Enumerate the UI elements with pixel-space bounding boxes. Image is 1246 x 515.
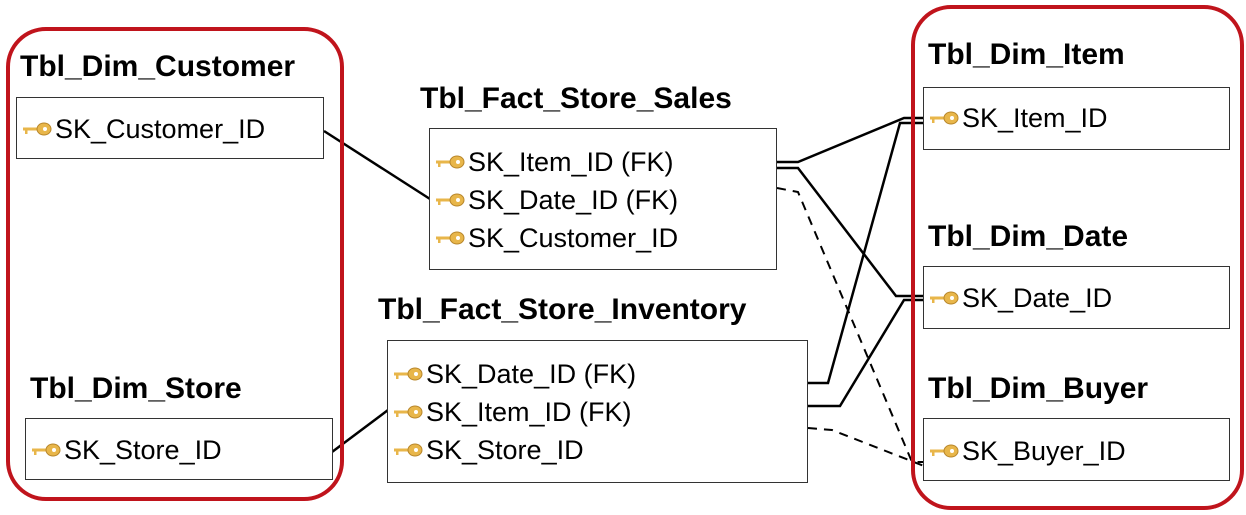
table-title-fact-store-sales: Tbl_Fact_Store_Sales xyxy=(420,82,732,115)
key-icon xyxy=(434,229,466,247)
key-icon xyxy=(434,153,466,171)
field-sk-item-id[interactable]: SK_Item_ID xyxy=(928,99,1108,137)
table-dim-item[interactable]: SK_Item_ID xyxy=(923,87,1230,150)
field-label: SK_Store_ID xyxy=(64,434,222,465)
field-sk-store-id[interactable]: SK_Store_ID xyxy=(30,431,222,469)
field-label: SK_Store_ID xyxy=(426,434,584,465)
relationship-sales-buyer xyxy=(776,187,924,463)
table-dim-store[interactable]: SK_Store_ID xyxy=(25,418,333,480)
key-icon xyxy=(21,120,53,138)
key-icon xyxy=(434,191,466,209)
field-sk-customer-id[interactable]: SK_Customer_ID xyxy=(434,219,678,257)
table-title-dim-buyer: Tbl_Dim_Buyer xyxy=(928,372,1149,405)
field-sk-buyer-id[interactable]: SK_Buyer_ID xyxy=(928,432,1126,470)
field-label: SK_Customer_ID xyxy=(55,113,266,144)
field-label: SK_Item_ID (FK) xyxy=(468,146,674,177)
field-label: SK_Date_ID xyxy=(962,282,1113,313)
field-sk-date-id-fk[interactable]: SK_Date_ID (FK) xyxy=(434,181,678,219)
field-sk-item-id-fk[interactable]: SK_Item_ID (FK) xyxy=(392,393,632,431)
key-icon xyxy=(392,365,424,383)
key-icon xyxy=(392,441,424,459)
field-sk-date-id[interactable]: SK_Date_ID xyxy=(928,279,1112,317)
key-icon xyxy=(928,289,960,307)
relationship-sales-item xyxy=(777,116,924,164)
relationship-sales-date xyxy=(777,166,924,298)
key-icon xyxy=(928,109,960,127)
table-title-dim-date: Tbl_Dim_Date xyxy=(928,220,1129,253)
table-fact-store-inventory[interactable]: SK_Date_ID (FK) SK_Item_ID (FK) SK_Store… xyxy=(387,340,808,483)
table-title-dim-customer: Tbl_Dim_Customer xyxy=(20,50,296,83)
field-sk-customer-id[interactable]: SK_Customer_ID xyxy=(21,110,265,148)
table-dim-date[interactable]: SK_Date_ID xyxy=(923,266,1230,329)
right-dimension-group xyxy=(911,5,1244,510)
table-dim-customer[interactable]: SK_Customer_ID xyxy=(16,97,324,159)
field-label: SK_Item_ID xyxy=(962,102,1108,133)
relationship-inventory-buyer xyxy=(807,427,925,467)
table-dim-buyer[interactable]: SK_Buyer_ID xyxy=(923,418,1230,481)
field-sk-date-id-fk[interactable]: SK_Date_ID (FK) xyxy=(392,355,636,393)
field-label: SK_Customer_ID xyxy=(468,222,679,253)
key-icon xyxy=(30,441,62,459)
relationship-inventory-item xyxy=(808,121,924,385)
table-title-dim-item: Tbl_Dim_Item xyxy=(928,38,1125,71)
field-label: SK_Buyer_ID xyxy=(962,435,1126,466)
left-dimension-group xyxy=(6,27,344,501)
table-title-fact-store-inventory: Tbl_Fact_Store_Inventory xyxy=(378,293,747,326)
table-title-dim-store: Tbl_Dim_Store xyxy=(30,372,242,405)
key-icon xyxy=(392,403,424,421)
field-label: SK_Date_ID (FK) xyxy=(468,184,679,215)
field-sk-item-id-fk[interactable]: SK_Item_ID (FK) xyxy=(434,143,674,181)
table-fact-store-sales[interactable]: SK_Item_ID (FK) SK_Date_ID (FK) SK_Custo… xyxy=(429,128,777,270)
field-label: SK_Item_ID (FK) xyxy=(426,396,632,427)
field-label: SK_Date_ID (FK) xyxy=(426,358,637,389)
key-icon xyxy=(928,442,960,460)
field-sk-store-id[interactable]: SK_Store_ID xyxy=(392,431,584,469)
